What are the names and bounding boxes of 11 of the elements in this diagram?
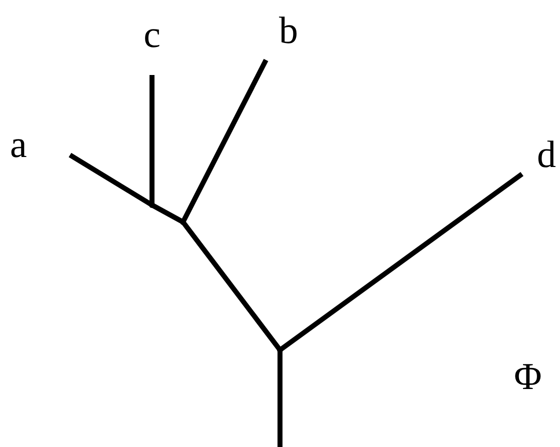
tree-branch: [181, 220, 282, 352]
tree-branch: [278, 172, 524, 352]
tree-branch: [278, 350, 282, 447]
text-label: Φ: [514, 358, 542, 396]
tree-branch: [180, 58, 268, 224]
leaf-label: c: [134, 16, 170, 75]
leaf-label: a: [10, 126, 70, 164]
leaf-label: b: [266, 12, 298, 60]
tree-branch: [150, 75, 154, 205]
leaf-label: d: [537, 136, 559, 174]
tree-branch: [150, 202, 184, 224]
